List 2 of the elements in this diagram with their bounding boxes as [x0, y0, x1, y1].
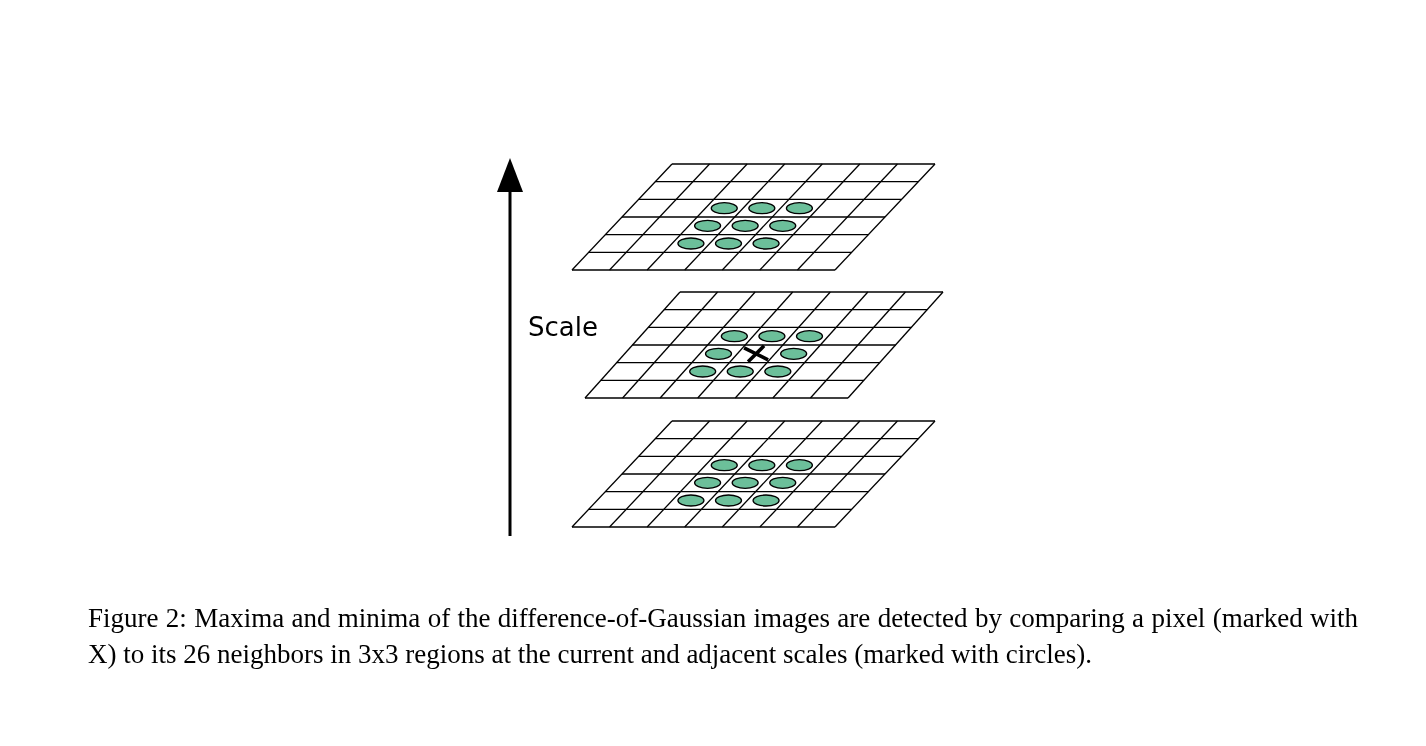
- figure-caption: Figure 2: Maxima and minima of the difference-of-Gaussian images are detected by comparing a pixel (marked with X) to its 26 neighbors in 3x3 regions at the current and adjacent scales (marked with circles).: [88, 602, 1358, 671]
- axis-label: Scale: [528, 312, 598, 342]
